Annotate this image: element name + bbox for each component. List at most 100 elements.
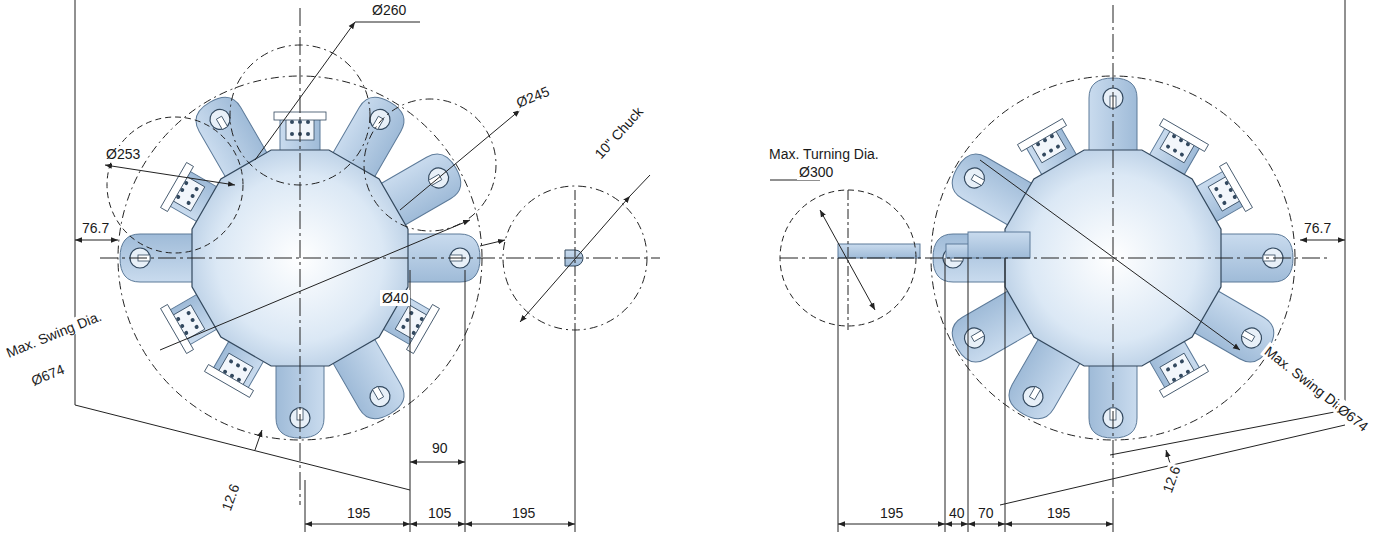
dimension-line: [75, 0, 76, 405]
bolt-dot: [1048, 148, 1053, 153]
dimension-line: [480, 240, 505, 246]
dimension-line: [160, 220, 470, 350]
dimension-line: [820, 210, 875, 310]
tool-bar: [1220, 162, 1253, 211]
dimension-line: [980, 160, 1240, 350]
dashed-circle: [780, 190, 916, 326]
tool-bar: [161, 304, 194, 353]
bolt-dot: [1165, 367, 1170, 372]
tool-bore: [1238, 324, 1265, 351]
tool-insert: [372, 116, 383, 129]
bolt-dot: [401, 324, 406, 329]
bolt-dot: [186, 310, 191, 315]
tool-insert: [216, 116, 227, 129]
center-line: [1113, 5, 1114, 505]
dimension-line: [465, 524, 575, 525]
dimension-line: [105, 165, 235, 185]
dashed-circle: [364, 99, 496, 231]
bolt-dot: [298, 120, 302, 124]
dimension-label: Ø260: [370, 2, 408, 18]
tool-bore: [366, 383, 393, 410]
dimension-label: Ø300: [797, 164, 835, 180]
bolt-dot: [1172, 148, 1177, 153]
dimension-line: [75, 405, 410, 490]
tool-bore: [961, 324, 988, 351]
bolt-dot: [1165, 144, 1170, 149]
bolt-dot: [290, 120, 294, 124]
bolt-dot: [306, 120, 310, 124]
dimension-label: 12.6: [1158, 462, 1184, 497]
bolt-dot: [1041, 152, 1046, 157]
dimension-label: 195: [1045, 505, 1072, 521]
bolt-dot: [1179, 359, 1184, 364]
dimension-line: [1300, 240, 1345, 241]
boring-bar: [838, 244, 920, 258]
dimension-line: [945, 258, 946, 532]
dimension-line: [410, 270, 411, 532]
tool-bore: [961, 164, 988, 191]
dashed-circle: [503, 186, 647, 330]
dimension-line: [410, 524, 465, 525]
dimension-label: 195: [345, 505, 372, 521]
dimension-line: [1110, 410, 1345, 455]
dimension-line: [1005, 524, 1113, 525]
dimension-label: 105: [426, 505, 453, 521]
tool-insert: [1029, 386, 1040, 399]
tool-block: [968, 232, 1030, 258]
tool-bar: [161, 162, 194, 211]
dimension-label: 90: [430, 440, 450, 456]
dimension-line: [255, 430, 262, 450]
dimension-label: Max. Turning Dia.: [767, 146, 881, 162]
bolt-dot: [235, 363, 240, 368]
tool-bore: [206, 106, 233, 133]
bolt-dot: [194, 324, 199, 329]
dimension-line: [400, 110, 520, 210]
dimension-label: Ø253: [104, 146, 142, 162]
dimension-label: Ø40: [380, 290, 410, 306]
dimension-line: [838, 524, 945, 525]
dimension-line: [520, 196, 630, 322]
tool-bar: [1159, 119, 1208, 152]
dimension-line: [255, 22, 355, 160]
tool-bore: [1019, 383, 1046, 410]
dimension-line: [1113, 505, 1114, 532]
dimension-label: 10" Chuck: [590, 102, 647, 163]
tool-bar: [1159, 365, 1208, 398]
center-line: [300, 8, 301, 505]
bolt-dot: [1179, 152, 1184, 157]
bolt-dot: [228, 359, 233, 364]
tool-insert: [428, 174, 441, 185]
dimension-line: [968, 524, 1005, 525]
bolt-dot: [190, 193, 195, 198]
tool-shank: [946, 244, 970, 258]
dimension-line: [1005, 258, 1006, 532]
bolt-dot: [1172, 363, 1177, 368]
bolt-dot: [409, 310, 414, 315]
dimension-label: Ø674: [27, 360, 68, 389]
dimension-line: [465, 270, 466, 532]
dimension-label: Ø245: [512, 82, 553, 111]
dashed-circle: [931, 76, 1295, 440]
dimension-line: [838, 258, 839, 532]
bolt-dot: [190, 317, 195, 322]
dimension-line: [355, 22, 420, 23]
tool-insert: [1241, 330, 1254, 341]
tool-bar: [407, 304, 440, 353]
bolt-dot: [186, 200, 191, 205]
tool-insert: [971, 174, 984, 185]
dimension-line: [630, 175, 650, 196]
tool-bore: [366, 106, 393, 133]
dashed-circle: [107, 117, 243, 253]
dimension-label: 195: [510, 505, 537, 521]
tool-bar: [1017, 119, 1066, 152]
bolt-dot: [405, 317, 410, 322]
bolt-dot: [242, 367, 247, 372]
dashed-circle: [118, 76, 482, 440]
dimension-label: Ø674: [1333, 400, 1373, 436]
bolt-dot: [1222, 200, 1227, 205]
dimension-line: [1000, 425, 1345, 505]
dimension-line: [575, 330, 576, 532]
dimension-line: [945, 524, 968, 525]
bolt-dot: [290, 132, 294, 136]
